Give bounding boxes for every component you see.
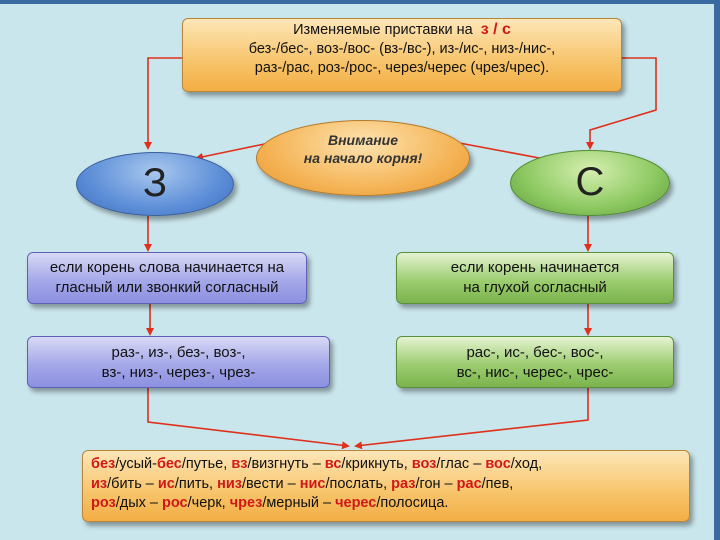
example-prefix: без [91,456,116,472]
example-prefix: из [91,475,108,492]
voiced-rule-line: гласный или звонкий согласный [55,279,279,296]
attention-ellipse: Внимание на начало корня! [256,120,470,196]
voiceless-rule-line: если корень начинается [450,259,620,276]
example-prefix: низ [217,475,242,492]
frame-right-border [714,0,720,540]
example-text: /путье, [181,456,232,472]
top-prefix-list-line: раз-/рас, роз-/рос-, через/черес (чрез/ч… [254,60,550,76]
top-title-letters: з / с [480,21,511,38]
changeable-prefixes-box: Изменяемые приставки на з / с без-/бес-,… [182,18,622,92]
example-prefix: вз [231,456,248,472]
example-text: /пев, [481,475,514,492]
arrow-top-to-z [144,57,182,150]
example-prefix: нис [299,475,326,492]
top-title: Изменяемые приставки на з / с [183,20,621,40]
top-title-prefix: Изменяемые приставки на [293,22,473,38]
attention-line: на начало корня! [303,150,423,166]
letter-s: С [575,160,605,204]
s-prefixes-line: рас-, ис-, бес-, вос-, [466,344,604,361]
example-prefix: чрез [229,495,263,511]
example-text: /крикнуть, [341,456,412,472]
example-prefix: рос [162,495,188,511]
arrow-top-to-s [586,57,657,150]
example-text: /вести – [241,475,300,492]
letter-z-ellipse: З [76,152,234,216]
letter-s-ellipse: С [510,150,670,216]
example-prefix: раз [391,475,416,492]
example-prefix: рас [456,475,482,492]
example-text: /усый- [115,456,157,472]
example-text: /бить – [107,475,158,492]
example-text: /глас – [436,456,486,472]
letter-z: З [142,161,168,205]
examples-box: без/усый-бес/путье, вз/визгнуть – вс/кри… [82,450,690,522]
example-text: /черк, [187,495,230,511]
voiceless-rule-line: на глухой согласный [463,279,607,296]
frame-top-border [0,0,720,4]
z-prefixes-box: раз-, из-, без-, воз-, вз-, низ-, через-… [27,336,330,388]
example-prefix: воз [411,456,437,472]
example-text: /мерный – [262,495,336,511]
example-text: /послать, [325,475,392,492]
example-text: /ход, [510,456,543,472]
example-line: без/усый-бес/путье, вз/визгнуть – вс/кри… [91,455,689,475]
example-prefix: бес [156,456,182,472]
arrow-left-prefixes-to-examples [147,388,350,450]
example-line: из/бить – ис/пить, низ/вести – нис/посла… [91,475,689,495]
example-prefix: ис [157,475,175,492]
top-prefix-list-line: без-/бес-, воз-/вос- (вз-/вс-), из-/ис-,… [248,41,556,57]
arrow-right-prefixes-to-examples [354,388,589,450]
example-line: роз/дых – рос/черк, чрез/мерный – черес/… [91,494,689,514]
example-prefix: вс [324,456,342,472]
arrow-attention-to-s [453,141,552,163]
voiced-rule-box: если корень слова начинается на гласный … [27,252,307,304]
example-text: /пить, [174,475,218,492]
z-prefixes-line: раз-, из-, без-, воз-, [111,344,246,361]
z-prefixes-line: вз-, низ-, через-, чрез- [101,364,256,381]
example-text: /визгнуть – [247,456,325,472]
s-prefixes-box: рас-, ис-, бес-, вос-, вс-, нис-, черес-… [396,336,674,388]
attention-line: Внимание [327,132,399,148]
example-text: /полосица. [376,495,449,511]
example-prefix: вос [485,456,511,472]
example-text: /гон – [415,475,457,492]
voiced-rule-line: если корень слова начинается на [49,259,285,276]
example-text: /дых – [115,495,163,511]
example-prefix: роз [91,495,116,511]
s-prefixes-line: вс-, нис-, черес-, чрес- [456,364,614,381]
example-prefix: черес [335,495,377,511]
voiceless-rule-box: если корень начинается на глухой согласн… [396,252,674,304]
